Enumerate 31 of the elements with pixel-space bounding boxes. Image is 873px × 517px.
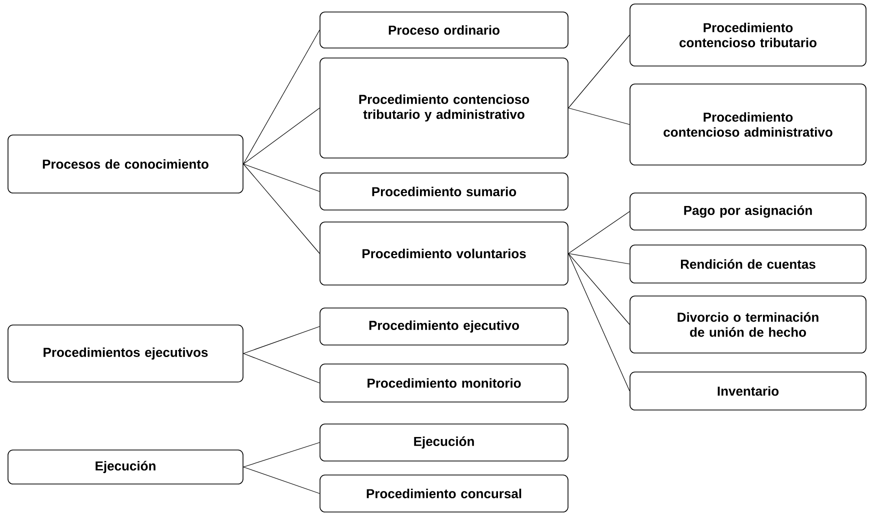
connector-line [568, 34, 630, 108]
process-box: Ejecución [8, 450, 244, 484]
process-box: Procedimiento ejecutivo [320, 308, 568, 346]
process-box: Rendición de cuentas [630, 244, 866, 284]
process-box: Inventario [630, 372, 866, 410]
process-box: Pago por asignación [630, 192, 866, 230]
connector-line [568, 108, 630, 125]
connector-line [243, 30, 320, 164]
process-box: Procedimiento voluntarios [320, 222, 568, 286]
process-box: Procedimiento monitorio [320, 364, 568, 402]
connector-line [243, 164, 320, 192]
process-box: Procedimiento contencioso tributario y administrativo [320, 58, 568, 158]
connector-line [243, 442, 320, 468]
process-box: Proceso ordinario [320, 12, 568, 48]
connector-line [568, 253, 630, 325]
connector-line [568, 253, 630, 392]
process-box: Procedimientos ejecutivos [8, 324, 244, 382]
connector-line [568, 211, 630, 254]
connector-line [568, 253, 630, 264]
connector-line [243, 164, 320, 254]
process-box: Procedimiento sumario [320, 172, 568, 210]
connector-line [243, 326, 320, 354]
connector-line [243, 466, 320, 494]
process-box: Ejecución [320, 424, 568, 462]
process-box: Divorcio o terminación de unión de hecho [630, 296, 866, 354]
connector-line [243, 108, 320, 164]
connector-line [243, 353, 320, 384]
process-box: Procesos de conocimiento [8, 134, 244, 194]
process-box: Procedimiento contencioso administrativo [630, 84, 866, 166]
process-box: Procedimiento contencioso tributario [630, 4, 866, 66]
process-box: Procedimiento concursal [320, 474, 568, 512]
